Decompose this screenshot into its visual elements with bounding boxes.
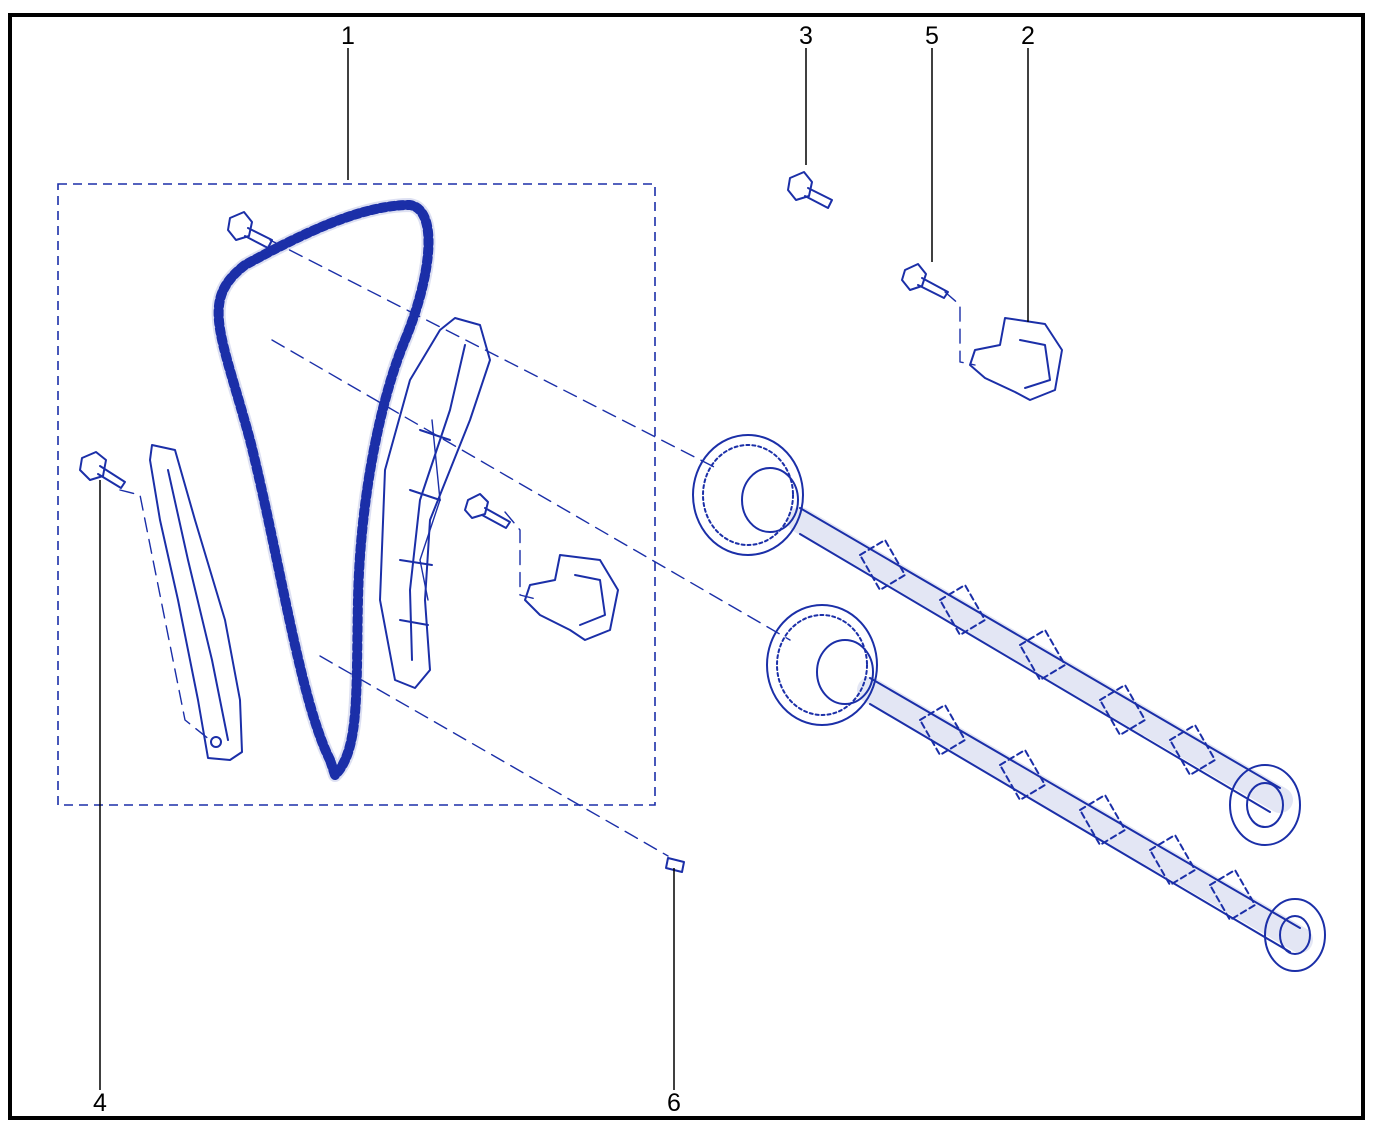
camshaft-upper [692, 434, 1301, 846]
callout-4: 4 [93, 1089, 107, 1117]
callout-5: 5 [925, 22, 939, 50]
part-2-tensioner [969, 317, 1063, 401]
alignment-lines [119, 239, 976, 857]
callout-labels: 1 2 3 4 5 6 [93, 22, 1035, 1117]
timing-chain [211, 198, 436, 782]
callout-leaders [99, 48, 1029, 1090]
pivot-bolt [227, 211, 273, 249]
callout-3: 3 [799, 22, 813, 50]
tensioner-in-kit [464, 493, 619, 641]
part-5-tensioner-bolt [901, 263, 949, 299]
callout-6: 6 [667, 1089, 681, 1117]
callout-1: 1 [341, 22, 355, 50]
tensioner-rail-right [379, 317, 491, 689]
guide-rail-left [149, 444, 243, 761]
kit-group-box [57, 183, 656, 806]
guide-rail-bolt [79, 451, 126, 489]
part-3-pivot-bolt [787, 171, 833, 209]
diagram-frame [8, 13, 1365, 1120]
part-6-dowel-pin [665, 857, 685, 873]
callout-2: 2 [1021, 22, 1035, 50]
camshaft-lower [766, 604, 1326, 972]
